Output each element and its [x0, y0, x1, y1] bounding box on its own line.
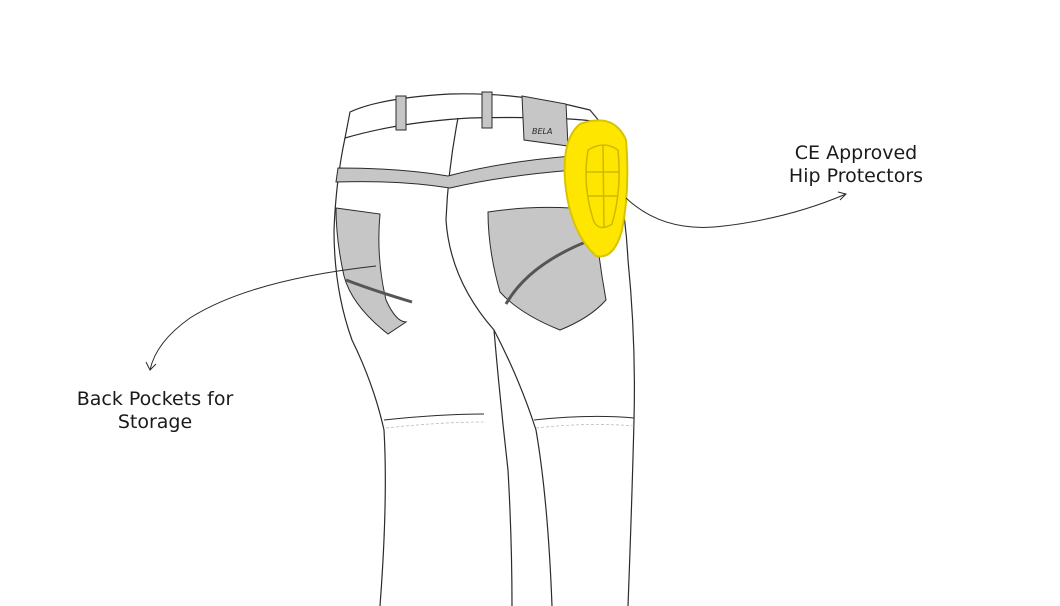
belt-loop-left — [395, 95, 407, 131]
back-pocket-callout-arrow — [149, 265, 377, 371]
back-pocket-callout: Back Pockets for Storage — [66, 388, 244, 434]
back-pocket-callout-line2: Storage — [117, 411, 193, 433]
hip-protector-callout-arrow — [625, 193, 847, 228]
left-leg-outline — [333, 137, 386, 606]
hip-protector-arrowhead — [837, 191, 847, 201]
hip-protector-callout-line1: CE Approved — [794, 142, 918, 164]
hip-protector-callout: CE Approved Hip Protectors — [776, 142, 936, 188]
back-pocket-callout-line1: Back Pockets for — [76, 388, 234, 410]
back-pocket-right-seam — [504, 236, 597, 305]
left-inseam — [445, 117, 513, 606]
hip-protector — [563, 119, 629, 258]
right-inseam — [493, 329, 553, 606]
belt-loop-center — [481, 91, 493, 129]
back-pocket-left — [335, 207, 408, 335]
brand-patch — [521, 95, 569, 147]
yoke-band — [335, 155, 575, 189]
knee-seam — [383, 413, 485, 421]
knee-seam-right — [533, 415, 635, 421]
back-pocket-arrowhead — [145, 361, 157, 371]
knee-seam-stitch — [385, 421, 635, 429]
hip-protector-grid — [585, 144, 620, 229]
back-pocket-left-seam — [345, 278, 413, 304]
brand-logo-text: BELA — [532, 127, 552, 136]
hip-protector-callout-line2: Hip Protectors — [788, 165, 924, 187]
